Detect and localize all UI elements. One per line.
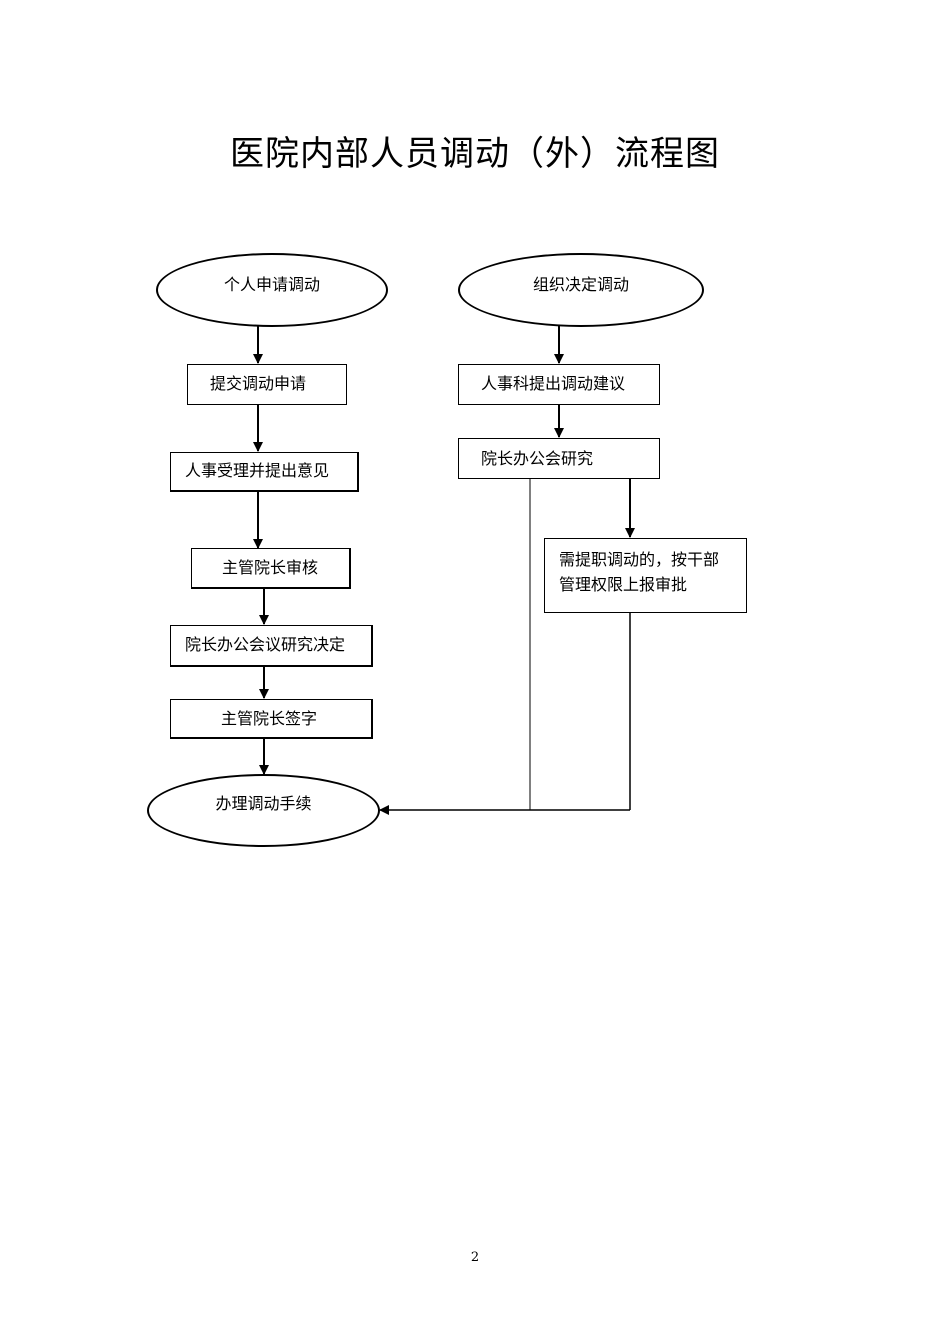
step-hr-accept: 人事受理并提出意见: [170, 452, 359, 492]
node-label: 个人申请调动: [223, 275, 320, 294]
page-title: 医院内部人员调动（外）流程图: [230, 134, 720, 174]
node-label: 办理调动手续: [215, 793, 312, 813]
step-vp-sign: 主管院长签字: [170, 699, 373, 739]
node-label: 需提职调动的，按干部 管理权限上报审批: [559, 550, 720, 594]
step-president-office-study: 院长办公会研究: [458, 438, 660, 479]
node-label: 人事科提出调动建议: [481, 374, 626, 393]
node-label: 主管院长审核: [222, 558, 319, 577]
page-number: 2: [470, 1250, 480, 1265]
step-vp-review: 主管院长审核: [191, 548, 351, 589]
node-label: 主管院长签字: [221, 709, 318, 728]
node-label: 院长办公会议研究决定: [185, 635, 346, 654]
step-president-office-decide: 院长办公会议研究决定: [170, 625, 373, 667]
step-hr-propose: 人事科提出调动建议: [458, 364, 660, 405]
step-promotion-approval: 需提职调动的，按干部 管理权限上报审批: [544, 538, 747, 613]
end-handle-procedures: 办理调动手续: [147, 774, 380, 847]
start-personal-apply: 个人申请调动: [156, 253, 388, 327]
node-label: 院长办公会研究: [481, 449, 594, 468]
node-label: 人事受理并提出意见: [185, 461, 330, 480]
start-org-decide: 组织决定调动: [458, 253, 704, 327]
node-label: 提交调动申请: [210, 374, 307, 393]
node-label: 组织决定调动: [532, 275, 629, 294]
step-submit-apply: 提交调动申请: [187, 364, 347, 405]
